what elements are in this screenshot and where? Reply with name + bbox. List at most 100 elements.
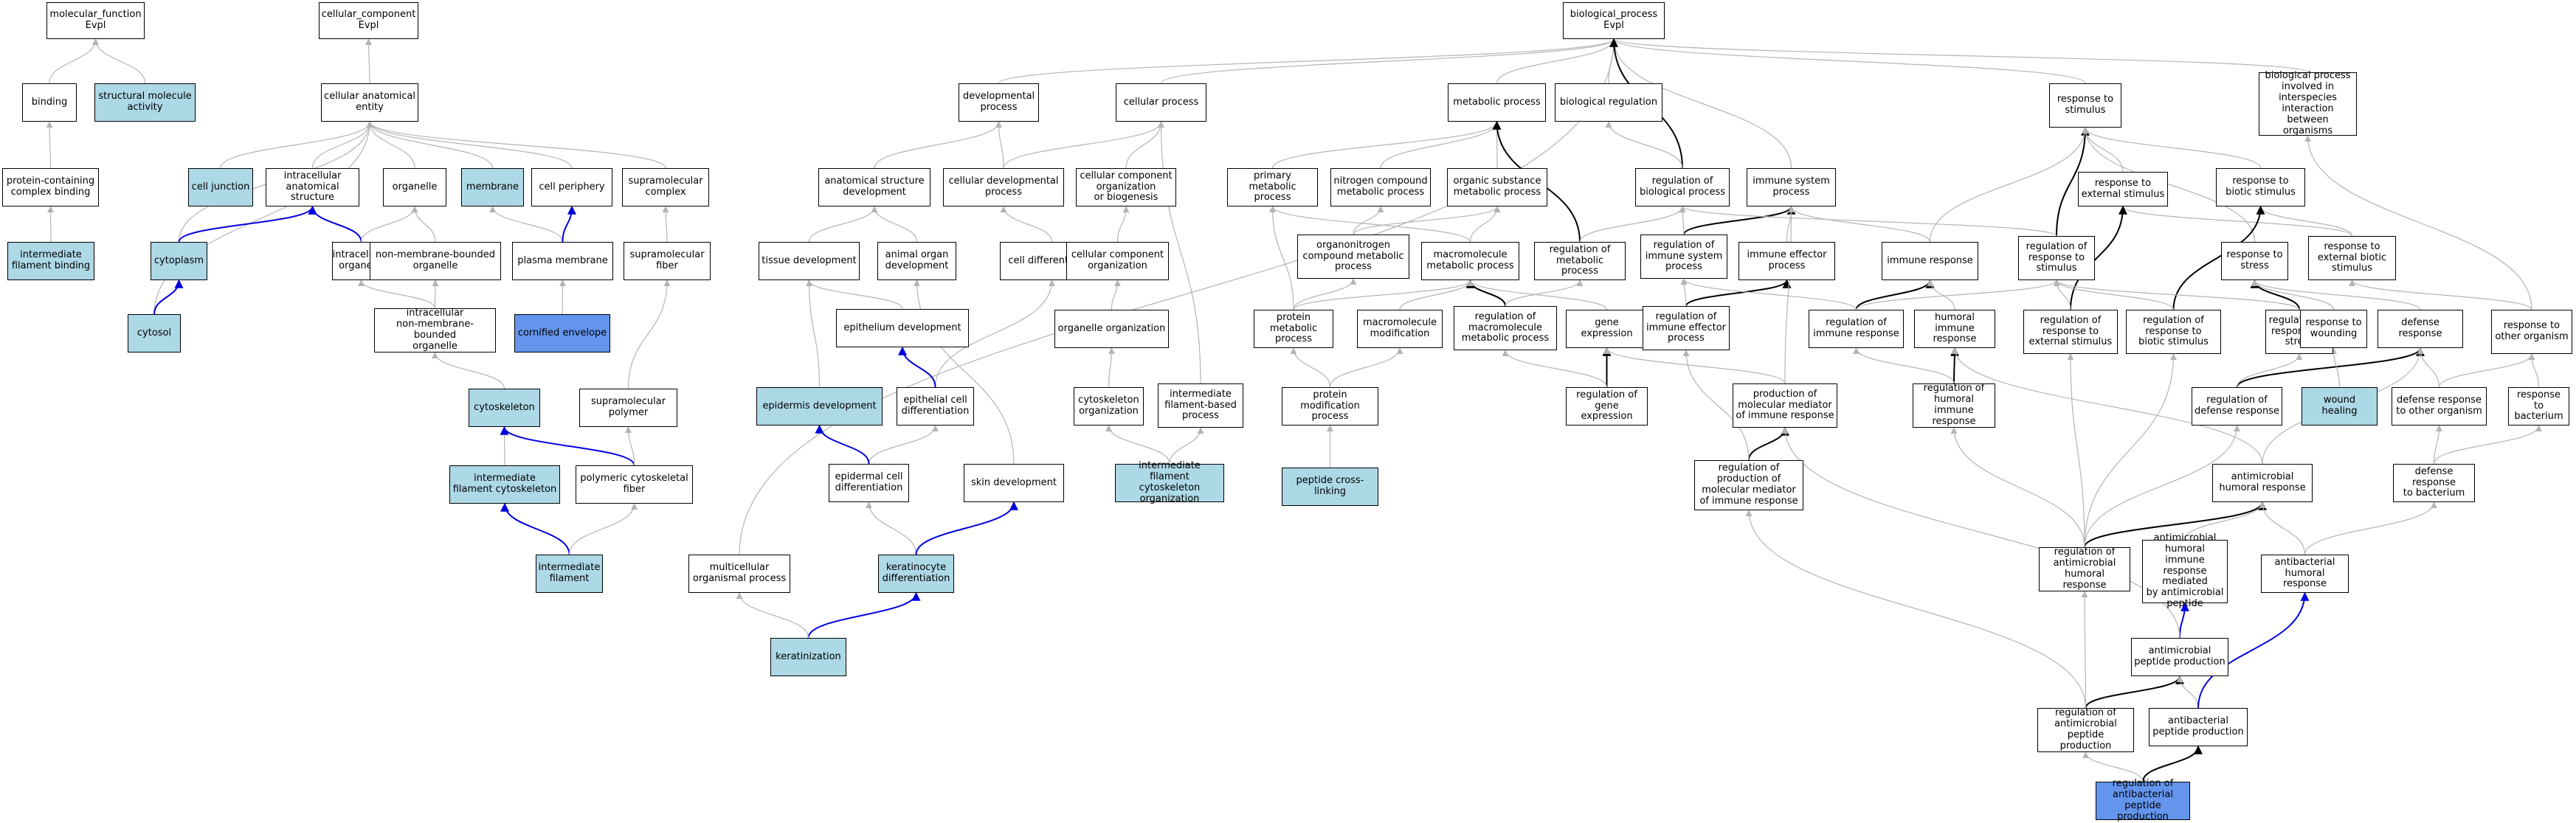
go-term-celljunc[interactable]: cell junction: [188, 168, 253, 206]
go-term-kerdiff[interactable]: keratinocyte differentiation: [878, 555, 954, 593]
go-term-binding[interactable]: binding: [22, 83, 77, 122]
go-term-cytoorg[interactable]: cytoskeleton organization: [1074, 387, 1144, 426]
go-term-ampprod[interactable]: antimicrobial peptide production: [2131, 638, 2228, 676]
go-term-supcomplex[interactable]: supramolecular complex: [622, 168, 709, 206]
go-term-primmet[interactable]: primary metabolic process: [1227, 168, 1318, 206]
go-term-immresp[interactable]: immune response: [1882, 242, 1978, 280]
go-term-pepcross[interactable]: peptide cross-linking: [1282, 468, 1378, 506]
go-term-geneexp[interactable]: gene expression: [1566, 310, 1648, 348]
go-term-intfilbind[interactable]: intermediate filament binding: [7, 242, 94, 280]
go-term-animorgdev[interactable]: animal organ development: [877, 242, 956, 280]
go-term-inmbo[interactable]: intracellular non-membrane-bounded organ…: [374, 308, 496, 353]
go-term-abhr[interactable]: antibacterial humoral response: [2261, 555, 2349, 593]
go-term-cornenv[interactable]: cornified envelope: [514, 314, 610, 353]
go-term-epidcelldiff[interactable]: epidermal cell differentiation: [829, 464, 909, 502]
go-term-cellper[interactable]: cell periphery: [531, 168, 612, 206]
go-term-membrane[interactable]: membrane: [461, 168, 524, 206]
go-term-intfil[interactable]: intermediate filament: [536, 555, 603, 593]
go-term-regbio[interactable]: regulation of biological process: [1635, 168, 1730, 206]
go-term-macromet[interactable]: macromolecule metabolic process: [1421, 242, 1519, 280]
go-term-immeff[interactable]: immune effector process: [1738, 242, 1835, 280]
go-term-respextbio[interactable]: response to external biotic stimulus: [2308, 236, 2396, 280]
go-term-abpprod[interactable]: antibacterial peptide production: [2149, 708, 2248, 746]
go-term-ifco[interactable]: intermediate filament cytoskeleton organ…: [1115, 460, 1224, 504]
go-term-asd[interactable]: anatomical structure development: [818, 168, 930, 206]
edge-gray: [1784, 206, 1795, 384]
go-term-respstim[interactable]: response to stimulus: [2049, 83, 2121, 128]
go-term-supfiber[interactable]: supramolecular fiber: [624, 242, 711, 280]
go-term-structmol[interactable]: structural molecule activity: [94, 83, 196, 122]
go-term-epidev[interactable]: epithelium development: [836, 309, 969, 347]
go-term-regamhr[interactable]: regulation of antimicrobial humoral resp…: [2039, 546, 2130, 591]
go-term-defresp[interactable]: defense response: [2378, 310, 2463, 348]
go-term-protcomplex[interactable]: protein-containing complex binding: [2, 168, 99, 206]
go-term-tissuedev[interactable]: tissue development: [759, 242, 860, 280]
go-term-amhr[interactable]: antimicrobial humoral response: [2212, 464, 2313, 502]
go-term-nmbo[interactable]: non-membrane-bounded organelle: [370, 242, 501, 280]
go-term-ccorg[interactable]: cellular component organization: [1066, 242, 1169, 280]
go-term-celldevproc[interactable]: cellular developmental process: [943, 168, 1064, 206]
go-term-osmet[interactable]: organic substance metabolic process: [1447, 168, 1547, 206]
go-term-respother[interactable]: response to other organism: [2491, 310, 2572, 354]
go-term-plasmamem[interactable]: plasma membrane: [512, 242, 613, 280]
go-term-reghumimm[interactable]: regulation of humoral immune response: [1913, 383, 1995, 428]
go-term-bioreg[interactable]: biological regulation: [1555, 83, 1662, 122]
go-term-respwound[interactable]: response to wounding: [2300, 310, 2367, 348]
go-term-ncmet[interactable]: nitrogen compound metabolic process: [1330, 168, 1431, 206]
go-term-ifbp[interactable]: intermediate filament-based process: [1158, 383, 1243, 428]
go-term-protmet[interactable]: protein metabolic process: [1254, 310, 1333, 348]
go-term-immsys[interactable]: immune system process: [1747, 168, 1836, 206]
go-term-protmodproc[interactable]: protein modification process: [1282, 387, 1378, 426]
go-term-organelle[interactable]: organelle: [383, 168, 446, 206]
go-term-regmacromet[interactable]: regulation of macromolecule metabolic pr…: [1454, 306, 1557, 350]
go-term-regrespext[interactable]: regulation of response to external stimu…: [2023, 310, 2118, 354]
edge-gray: [1605, 121, 1683, 169]
go-term-regabpprod[interactable]: regulation of antibacterial peptide prod…: [2096, 778, 2190, 822]
go-term-cc[interactable]: cellular_component Evpl: [319, 2, 418, 39]
go-term-regrespstim[interactable]: regulation of response to stimulus: [2018, 236, 2095, 280]
go-term-prodmed[interactable]: production of molecular mediator of immu…: [1733, 383, 1837, 428]
edge-black: [2236, 347, 2425, 388]
go-term-cae[interactable]: cellular anatomical entity: [321, 83, 418, 122]
go-term-woundheal[interactable]: wound healing: [2302, 387, 2378, 426]
go-term-reggeneexp[interactable]: regulation of gene expression: [1566, 387, 1648, 426]
go-term-humimmresp[interactable]: humoral immune response: [1914, 310, 1995, 348]
go-term-cellproc[interactable]: cellular process: [1116, 83, 1206, 122]
go-term-orgorg[interactable]: organelle organization: [1054, 310, 1169, 348]
go-term-cytoskeleton[interactable]: cytoskeleton: [469, 389, 540, 427]
go-term-amhrpep[interactable]: antimicrobial humoral immune response me…: [2142, 532, 2228, 609]
go-term-respext[interactable]: response to external stimulus: [2078, 172, 2168, 206]
go-term-mf[interactable]: molecular_function Evpl: [46, 2, 145, 39]
go-term-skindev[interactable]: skin development: [964, 464, 1064, 502]
go-term-regmet[interactable]: regulation of metabolic process: [1534, 242, 1626, 280]
go-term-respbio[interactable]: response to biotic stimulus: [2216, 168, 2305, 206]
go-term-cytoplasm[interactable]: cytoplasm: [151, 242, 207, 280]
go-term-ccob[interactable]: cellular component organization or bioge…: [1076, 168, 1176, 206]
go-term-regimmresp[interactable]: regulation of immune response: [1809, 310, 1904, 348]
go-term-epicelldiff[interactable]: epithelial cell differentiation: [897, 387, 974, 426]
go-term-orgncmet[interactable]: organonitrogen compound metabolic proces…: [1297, 235, 1409, 279]
go-term-regimmsys[interactable]: regulation of immune system process: [1640, 235, 1727, 279]
go-term-keratin[interactable]: keratinization: [770, 638, 846, 676]
go-term-bpinter[interactable]: biological process involved in interspec…: [2259, 70, 2357, 136]
go-term-regprodmed[interactable]: regulation of production of molecular me…: [1694, 460, 1803, 510]
go-term-suppolymer[interactable]: supramolecular polymer: [579, 389, 677, 427]
go-term-regimmeff[interactable]: regulation of immune effector process: [1643, 306, 1730, 350]
go-term-regrespbio[interactable]: regulation of response to biotic stimulu…: [2126, 310, 2221, 354]
go-term-cytosol[interactable]: cytosol: [128, 314, 181, 353]
go-term-devproc[interactable]: developmental process: [959, 83, 1039, 122]
go-term-metproc[interactable]: metabolic process: [1448, 83, 1546, 122]
go-term-polycyto[interactable]: polymeric cytoskeletal fiber: [576, 465, 693, 504]
go-term-epiddev[interactable]: epidermis development: [756, 387, 883, 426]
go-term-macromod[interactable]: macromolecule modification: [1357, 310, 1443, 348]
go-term-respbact[interactable]: response to bacterium: [2508, 387, 2569, 426]
go-term-intracas[interactable]: intracellular anatomical structure: [266, 168, 359, 206]
go-term-respstress[interactable]: response to stress: [2221, 242, 2288, 280]
go-term-defrespother[interactable]: defense response to other organism: [2392, 387, 2487, 426]
go-term-ifcyto[interactable]: intermediate filament cytoskeleton: [449, 465, 560, 504]
go-term-regampprod[interactable]: regulation of antimicrobial peptide prod…: [2037, 707, 2134, 752]
go-term-bp[interactable]: biological_process Evpl: [1563, 2, 1665, 39]
go-term-regdefresp[interactable]: regulation of defense response: [2192, 387, 2282, 426]
go-term-defrespbact[interactable]: defense response to bacterium: [2393, 464, 2475, 502]
go-term-mcop[interactable]: multicellular organismal process: [688, 555, 790, 593]
